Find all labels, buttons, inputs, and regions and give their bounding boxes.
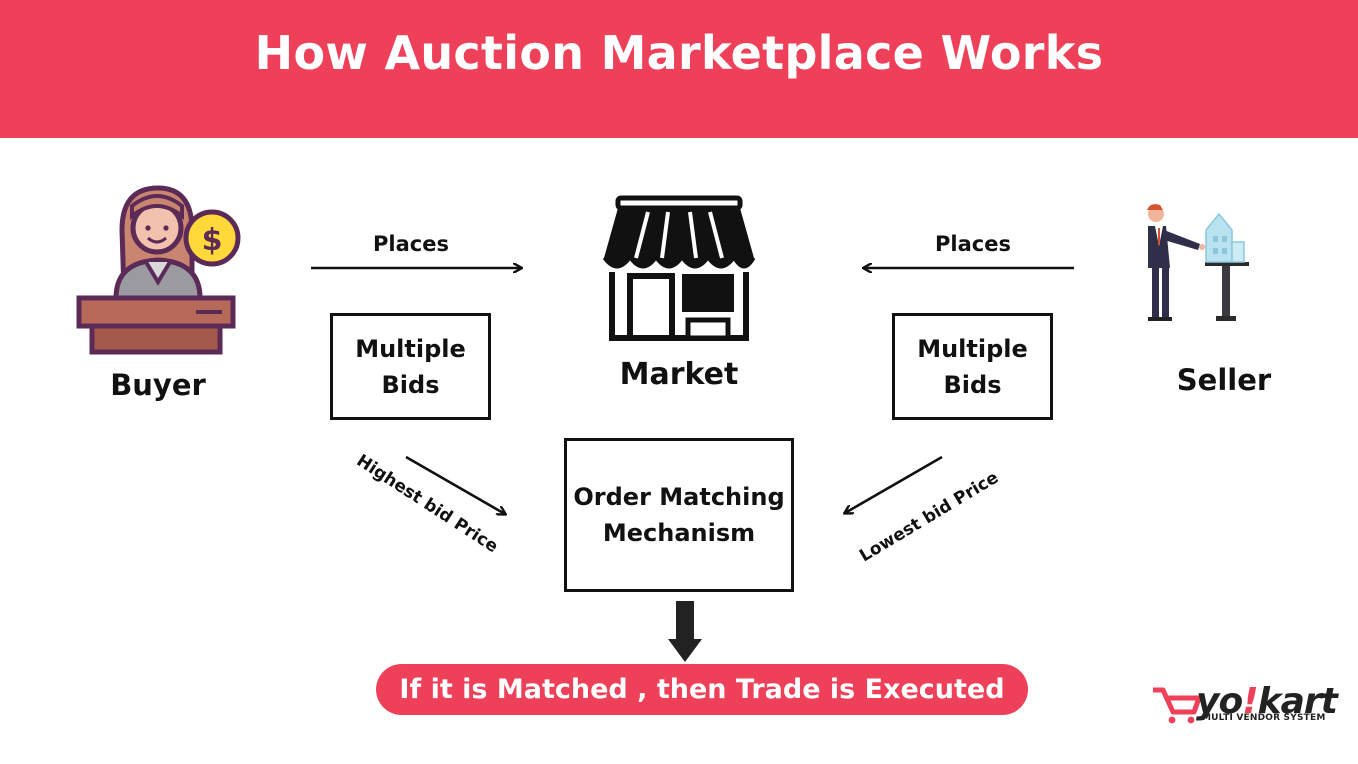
seller-multiple-bids-text: Multiple Bids xyxy=(917,334,1028,399)
page-title: How Auction Marketplace Works xyxy=(254,26,1104,80)
svg-text:$: $ xyxy=(202,223,223,258)
dollar-coin-icon: $ xyxy=(183,209,241,267)
arrow-lowest-bid xyxy=(845,455,943,513)
buyer-icon xyxy=(76,185,236,355)
arrow-highest-bid xyxy=(405,455,505,514)
trade-executed-banner: If it is Matched , then Trade is Execute… xyxy=(376,664,1028,715)
yokart-logo: yo!kart xyxy=(1196,681,1338,722)
seller-places-label: Places xyxy=(935,232,1011,256)
seller-icon xyxy=(1147,204,1249,321)
order-matching-text: Order Matching Mechanism xyxy=(573,483,785,547)
storefront-icon xyxy=(602,195,756,341)
arrow-mechanism-to-result xyxy=(668,601,702,662)
buyer-places-label: Places xyxy=(373,232,449,256)
seller-label: Seller xyxy=(1176,363,1272,397)
shopping-cart-icon xyxy=(1153,687,1202,724)
buyer-multiple-bids-box: Multiple Bids xyxy=(330,313,491,420)
order-matching-box: Order Matching Mechanism xyxy=(564,438,794,592)
header-banner: How Auction Marketplace Works xyxy=(0,0,1358,138)
trade-executed-text: If it is Matched , then Trade is Execute… xyxy=(399,674,1005,705)
logo-name-excl: ! xyxy=(1242,681,1258,722)
logo-name-a: yo xyxy=(1196,681,1243,722)
buyer-label: Buyer xyxy=(110,368,206,402)
logo-tagline: MULTI VENDOR SYSTEM xyxy=(1202,713,1326,723)
logo-name-b: kart xyxy=(1257,681,1338,722)
seller-multiple-bids-box: Multiple Bids xyxy=(892,313,1053,420)
market-label: Market xyxy=(619,357,739,392)
buyer-multiple-bids-text: Multiple Bids xyxy=(355,334,466,399)
